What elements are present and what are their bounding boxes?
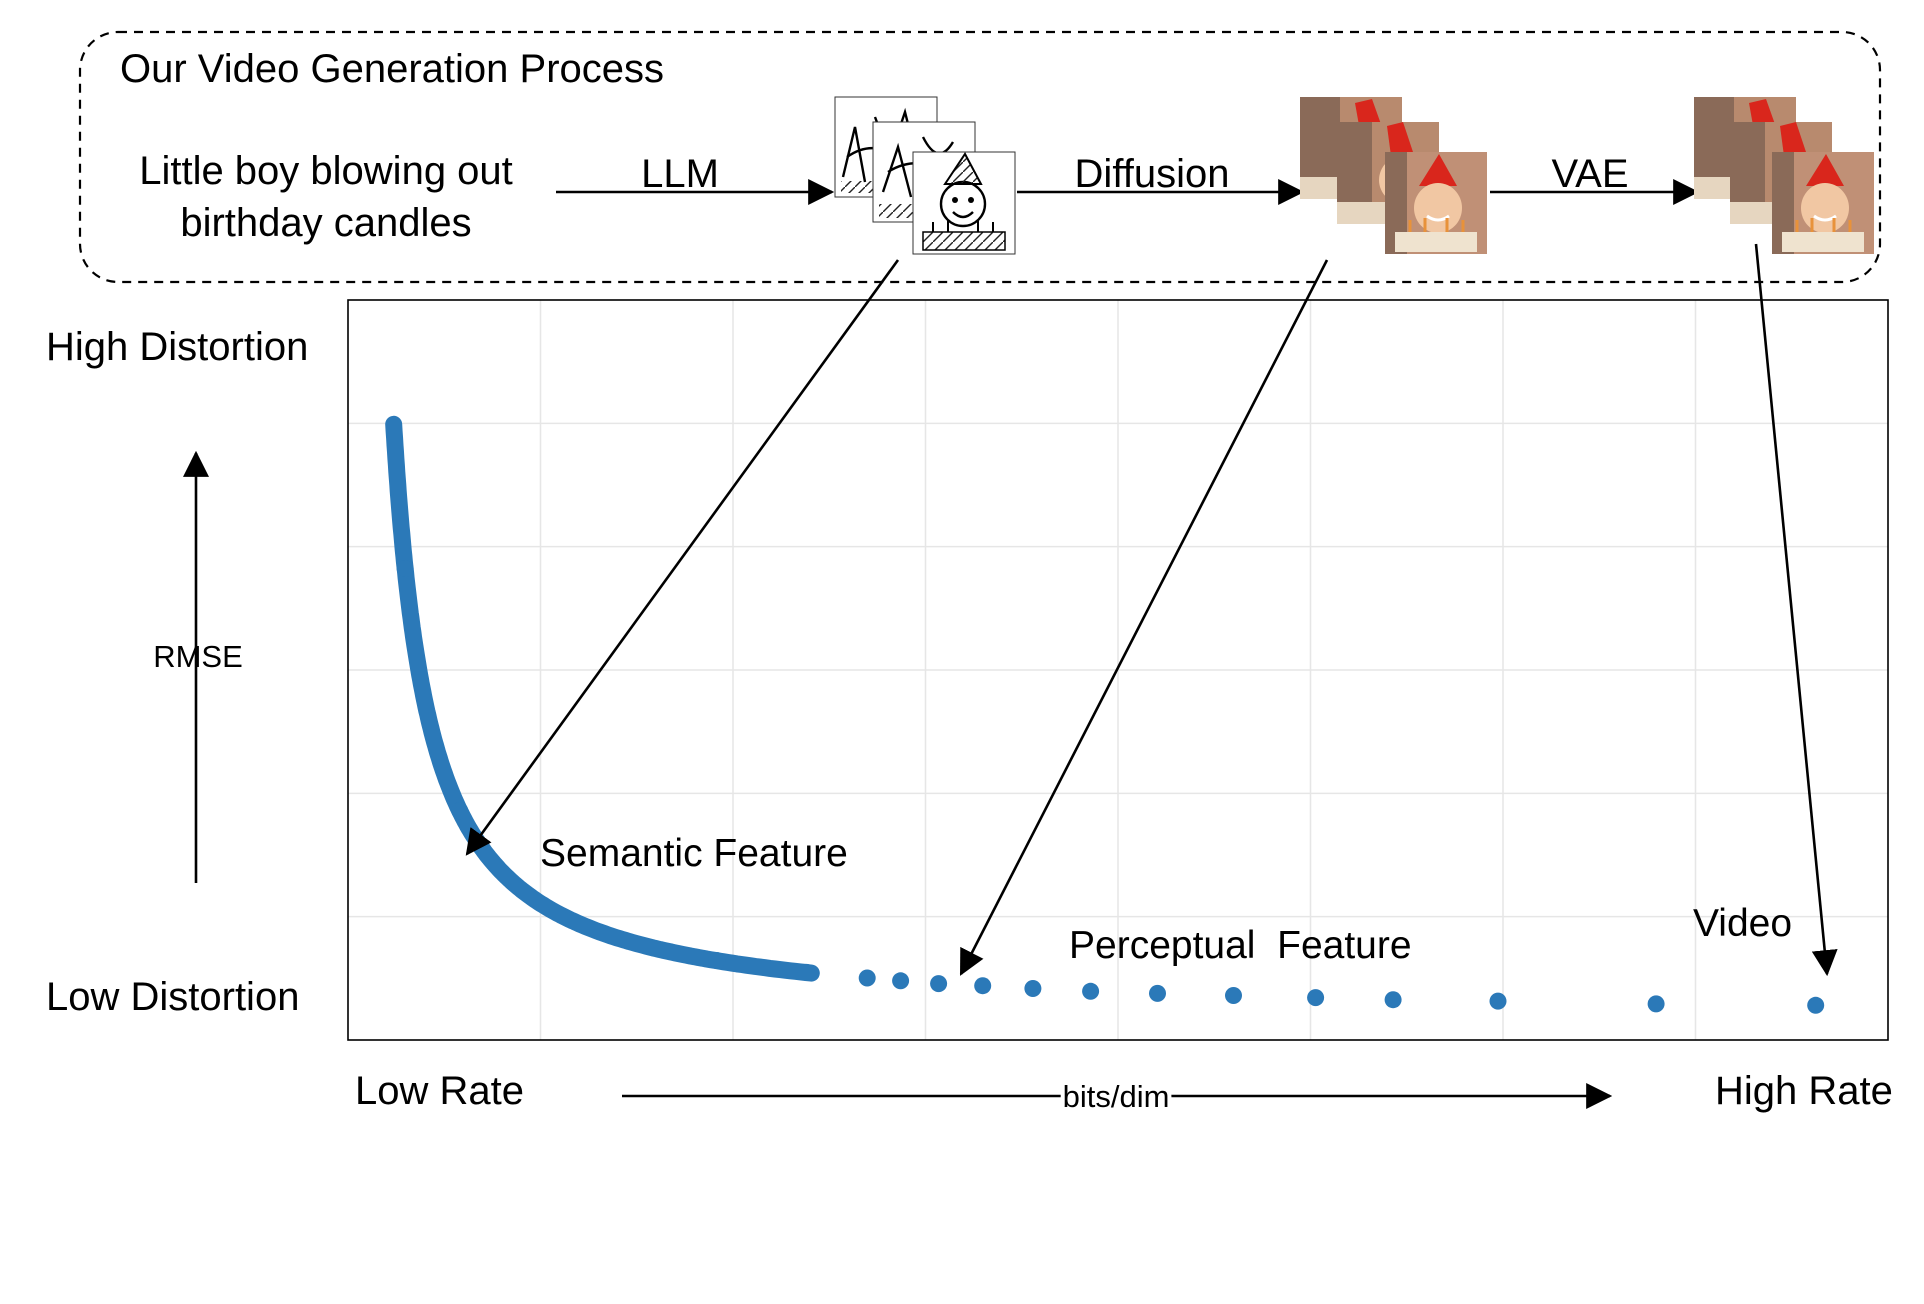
y-low-label: Low Distortion xyxy=(46,975,299,1019)
video-label: Video xyxy=(1693,902,1792,945)
diffusion-label: Diffusion xyxy=(1075,152,1230,196)
photo-frame xyxy=(1385,152,1487,254)
curve-point xyxy=(1307,989,1325,1007)
sketch-frames xyxy=(834,96,1016,255)
vae-label: VAE xyxy=(1551,152,1628,196)
curve-point xyxy=(1082,982,1100,1000)
photo-frame xyxy=(1772,152,1874,254)
curve-point xyxy=(930,975,948,993)
curve-point xyxy=(1149,984,1166,1002)
curve-point xyxy=(451,802,469,820)
plot-frame xyxy=(347,299,1889,1041)
perceptual-feature-label: Perceptual Feature xyxy=(1069,924,1412,967)
video-pointer-arrow xyxy=(1754,243,1838,977)
plot-grid xyxy=(348,300,1888,1040)
curve-point xyxy=(974,977,992,995)
x-high-label: High Rate xyxy=(1715,1069,1893,1113)
prompt-line-2: birthday candles xyxy=(180,201,471,245)
semantic-pointer-arrow xyxy=(465,259,900,856)
y-high-label: High Distortion xyxy=(46,325,308,369)
process-panel: Our Video Generation Process Little boy … xyxy=(78,30,1882,284)
process-title: Our Video Generation Process xyxy=(120,47,664,91)
diffusion-frames xyxy=(1300,97,1487,254)
curve-point xyxy=(1024,980,1042,997)
curve-point xyxy=(1384,991,1402,1009)
perceptual-pointer-arrow xyxy=(959,259,1329,976)
curve-point xyxy=(858,969,876,987)
x-axis-label: bits/dim xyxy=(1063,1079,1170,1114)
sketch-frame xyxy=(912,151,1016,255)
x-low-label: Low Rate xyxy=(355,1069,524,1113)
prompt-line-1: Little boy blowing out xyxy=(139,149,513,193)
curve-point xyxy=(892,972,910,990)
curve-point xyxy=(1489,992,1507,1010)
curve-dense-segment xyxy=(385,415,820,982)
curve-point xyxy=(1647,995,1665,1013)
vae-frames xyxy=(1694,97,1874,254)
semantic-feature-label: Semantic Feature xyxy=(540,832,848,875)
y-axis-label: RMSE xyxy=(153,639,243,674)
curve-point xyxy=(1807,996,1825,1014)
curve-point xyxy=(797,963,815,981)
curve-point xyxy=(708,952,726,969)
curve-point xyxy=(396,560,414,577)
curve-point xyxy=(1225,987,1242,1004)
llm-label: LLM xyxy=(641,152,719,196)
